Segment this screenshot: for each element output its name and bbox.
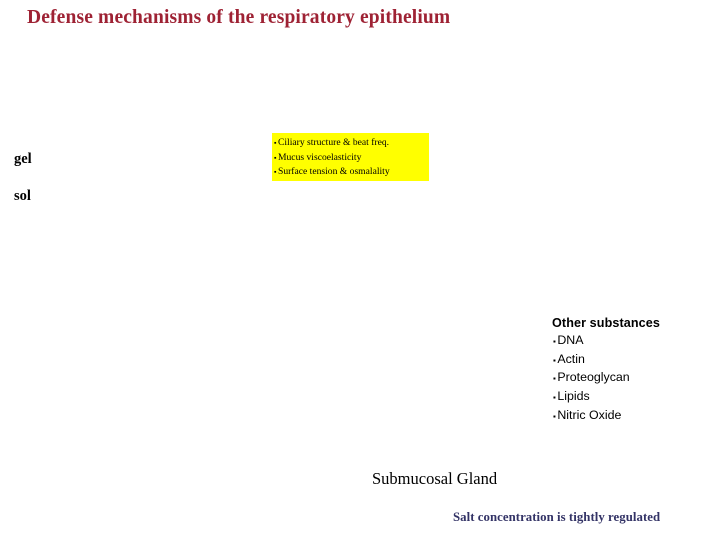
bullet-square-icon: ▪: [553, 411, 556, 421]
substance-item-label: Proteoglycan: [557, 370, 630, 385]
substance-item-label: Nitric Oxide: [557, 407, 622, 422]
other-substances-block: Other substances ▪ DNA ▪ Actin ▪ Proteog…: [552, 315, 712, 426]
substance-list-item: ▪ Proteoglycan: [552, 369, 712, 388]
layer-label-gel: gel: [14, 151, 32, 167]
bullet-square-icon: ▪: [553, 336, 556, 346]
bullet-square-icon: ▪: [553, 393, 556, 403]
bullet-square-icon: ▪: [274, 168, 277, 177]
bullet-square-icon: ▪: [553, 355, 556, 365]
callout-list-item: ▪ Ciliary structure & beat freq.: [274, 136, 426, 151]
substance-item-label: Actin: [557, 351, 585, 366]
submucosal-gland-caption: Submucosal Gland: [372, 469, 498, 488]
callout-list-item: ▪ Surface tension & osmalality: [274, 165, 426, 180]
substance-item-label: DNA: [557, 332, 584, 347]
substance-list-item: ▪ DNA: [552, 332, 712, 351]
layer-label-sol: sol: [14, 188, 31, 204]
salt-concentration-note: Salt concentration is tightly regulated: [453, 510, 661, 524]
substance-item-label: Lipids: [557, 389, 590, 404]
substance-list-item: ▪ Lipids: [552, 388, 712, 407]
page-title: Defense mechanisms of the respiratory ep…: [27, 7, 451, 28]
callout-item-label: Mucus viscoelasticity: [277, 151, 362, 163]
callout-item-label: Ciliary structure & beat freq.: [277, 137, 390, 148]
substance-list-item: ▪ Nitric Oxide: [552, 407, 712, 426]
callout-list-item: ▪ Mucus viscoelasticity: [274, 151, 426, 166]
bullet-square-icon: ▪: [274, 153, 277, 162]
substance-list-item: ▪ Actin: [552, 351, 712, 370]
bullet-square-icon: ▪: [274, 139, 277, 147]
bullet-square-icon: ▪: [553, 374, 556, 384]
callout-item-label: Surface tension & osmalality: [277, 166, 390, 178]
other-substances-heading: Other substances: [552, 316, 660, 330]
yellow-callout-box: ▪ Ciliary structure & beat freq. ▪ Mucus…: [272, 133, 429, 181]
